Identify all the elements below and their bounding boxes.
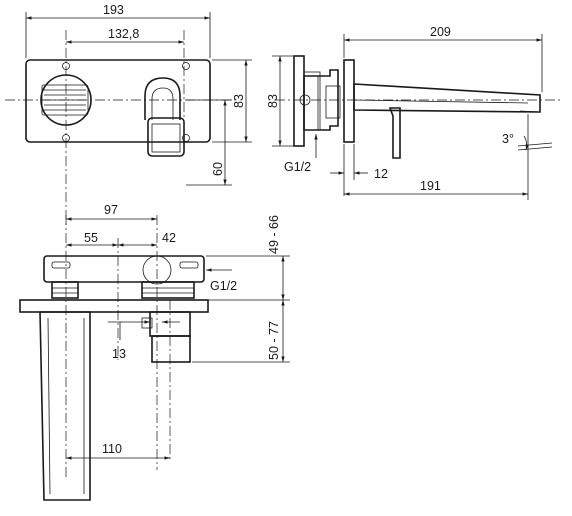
side-body — [303, 69, 339, 131]
dim-text-13: 13 — [112, 347, 126, 361]
top-connector-left — [51, 281, 79, 299]
front-view: 193 132,8 83 60 — [5, 3, 252, 225]
dim-text-42: 42 — [162, 231, 176, 245]
dim-text-132-8: 132,8 — [108, 27, 139, 41]
front-wall-plate — [25, 59, 211, 143]
dim-text-50-77: 50 - 77 — [267, 321, 281, 360]
dim-text-191: 191 — [420, 179, 441, 193]
dim-text-83-front: 83 — [232, 94, 246, 108]
dim-text-193: 193 — [103, 3, 124, 17]
dim-text-83-side: 83 — [266, 94, 280, 108]
side-flange — [293, 55, 305, 147]
dim-text-angle: 3° — [502, 132, 514, 146]
dim-text-60: 60 — [211, 162, 225, 176]
dim-text-110: 110 — [102, 442, 122, 456]
dim-text-12: 12 — [374, 167, 388, 181]
dim-text-209: 209 — [430, 25, 451, 39]
top-lever — [151, 335, 191, 363]
side-lever — [388, 107, 401, 159]
top-body — [43, 255, 205, 283]
dim-text-97: 97 — [104, 203, 118, 217]
dim-text-49-66: 49 - 66 — [267, 215, 281, 254]
side-view: 209 83 G1/2 12 191 3° — [266, 25, 560, 200]
dim-text-55: 55 — [84, 231, 98, 245]
side-cover-plate — [343, 59, 355, 143]
top-wall-plate — [19, 299, 209, 313]
top-connector-right — [141, 281, 195, 299]
screw-hole-3 — [182, 62, 190, 70]
screw-hole-4 — [182, 134, 190, 142]
lever-handle — [144, 77, 185, 157]
top-spout — [39, 311, 91, 501]
side-spout — [353, 83, 541, 113]
thread-label-top: G1/2 — [210, 279, 237, 293]
thread-label-side: G1/2 — [284, 160, 311, 174]
screw-hole-2 — [62, 134, 70, 142]
flow-knob — [40, 74, 92, 126]
top-view: 97 55 42 G1/2 49 - 66 50 - 77 13 110 — [19, 203, 290, 501]
screw-hole-1 — [62, 62, 70, 70]
